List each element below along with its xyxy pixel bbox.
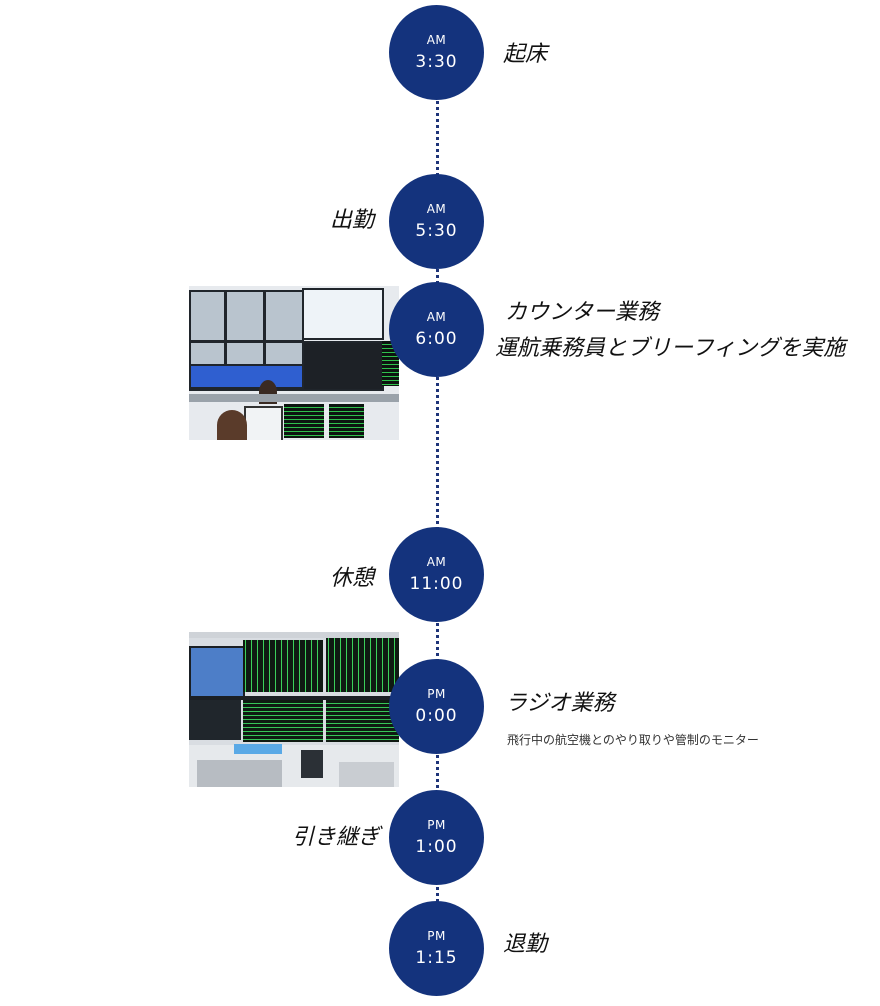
- label-strip: [234, 744, 282, 754]
- desk: [189, 394, 399, 402]
- control-room-photo: [189, 286, 399, 440]
- flight-board: [326, 700, 399, 742]
- monitor: [225, 290, 265, 342]
- time-circle-1315: PM 1:15: [389, 901, 484, 996]
- partition: [339, 762, 394, 787]
- monitor: [189, 646, 245, 700]
- event-label-counter: カウンター業務: [505, 300, 660, 325]
- time-circle-0530: AM 5:30: [389, 174, 484, 269]
- monitor: [302, 288, 384, 340]
- time-label: 1:15: [415, 947, 458, 968]
- status-display: [284, 404, 324, 438]
- ampm-label: PM: [427, 817, 446, 832]
- time-label: 3:30: [415, 51, 458, 72]
- ampm-label: AM: [426, 309, 447, 324]
- event-label-break: 休憩: [329, 566, 374, 591]
- time-circle-0330: AM 3:30: [389, 5, 484, 100]
- event-label-handover: 引き継ぎ: [291, 825, 380, 850]
- status-display: [329, 404, 364, 438]
- monitor: [189, 700, 241, 740]
- time-circle-1200: PM 0:00: [389, 659, 484, 754]
- flight-board: [243, 700, 323, 742]
- event-label-arrive: 出勤: [329, 208, 374, 233]
- ampm-label: AM: [426, 201, 447, 216]
- monitor: [302, 341, 384, 391]
- event-description-radio: 飛行中の航空機とのやり取りや管制のモニター: [507, 733, 759, 747]
- event-label-radio: ラジオ業務: [505, 691, 615, 716]
- time-label: 0:00: [415, 705, 458, 726]
- event-label-leave: 退勤: [503, 932, 548, 957]
- time-label: 6:00: [415, 328, 458, 349]
- time-circle-0600: AM 6:00: [389, 282, 484, 377]
- ampm-label: PM: [427, 928, 446, 943]
- ampm-label: PM: [427, 686, 446, 701]
- partition: [197, 760, 282, 787]
- ceiling: [189, 632, 399, 638]
- time-label: 1:00: [415, 836, 458, 857]
- event-label-briefing: 運航乗務員とブリーフィングを実施: [495, 336, 846, 361]
- monitor: [301, 750, 323, 778]
- time-circle-1300: PM 1:00: [389, 790, 484, 885]
- time-label: 5:30: [415, 220, 458, 241]
- timeline-dotted-line: [436, 60, 439, 950]
- flight-board: [243, 640, 323, 692]
- monitor: [189, 364, 304, 389]
- event-label-wake-up: 起床: [503, 42, 548, 67]
- monitor: [264, 290, 304, 342]
- flight-board: [326, 638, 399, 692]
- person: [217, 410, 247, 440]
- monitor: [189, 290, 226, 342]
- time-label: 11:00: [409, 573, 464, 594]
- time-circle-1100: AM 11:00: [389, 527, 484, 622]
- ampm-label: AM: [426, 32, 447, 47]
- ampm-label: AM: [426, 554, 447, 569]
- divider: [189, 696, 399, 700]
- desk-monitor: [244, 406, 283, 440]
- radio-desk-photo: [189, 632, 399, 787]
